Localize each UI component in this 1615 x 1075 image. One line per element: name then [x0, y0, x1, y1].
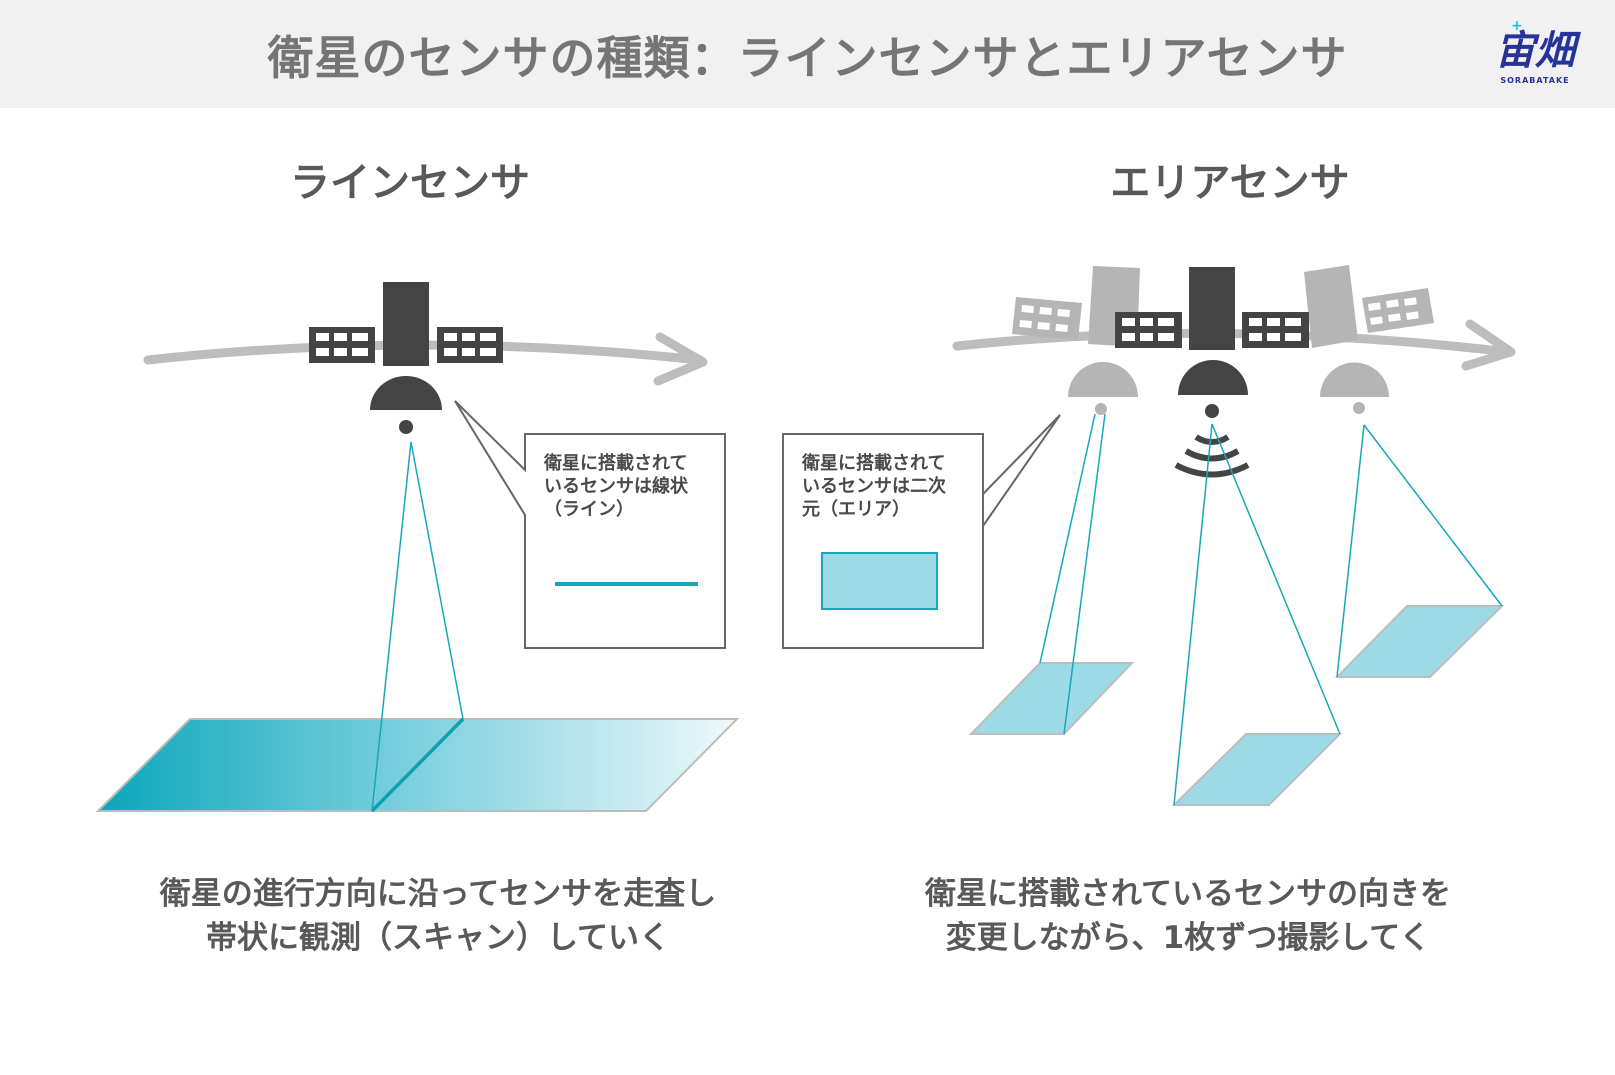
caption-line: 衛星に搭載されているセンサの向きを — [924, 876, 1452, 912]
area-sensor-caption: 衛星に搭載されているセンサの向きを 変更しながら、1枚ずつ撮影してく — [838, 872, 1538, 960]
callout-line: 衛星に搭載されて — [802, 453, 946, 474]
line-sensor-caption: 衛星の進行方向に沿ってセンサを走査し 帯状に観測（スキャン）していく — [88, 872, 788, 960]
line-sensor-callout-text: 衛星に搭載されて いるセンサは線状 （ライン） — [544, 452, 724, 521]
header-bar — [0, 0, 1615, 108]
callout-line: 元（エリア） — [802, 499, 910, 520]
line-sensor-title: ラインセンサ — [290, 160, 530, 206]
sorabatake-logo: 宙畑 + SORABATAKE — [1485, 18, 1585, 88]
caption-line: 衛星の進行方向に沿ってセンサを走査し — [159, 876, 717, 912]
satellite-icon — [309, 282, 503, 434]
area-footprint-left — [968, 413, 1135, 735]
logo-text: 宙畑 — [1495, 28, 1575, 74]
caption-line: 変更しながら、1枚ずつ撮影してく — [945, 920, 1431, 956]
satellite-ghost-right-icon — [1304, 265, 1434, 414]
line-sensor-callout — [454, 400, 726, 649]
logo-subtext: SORABATAKE — [1500, 76, 1570, 85]
caption-line: 帯状に観測（スキャン）していく — [205, 920, 671, 956]
callout-line: いるセンサは二次 — [802, 476, 946, 497]
line-sensor-footprint — [95, 441, 740, 813]
page-title: 衛星のセンサの種類：ラインセンサとエリアセンサ — [267, 31, 1348, 85]
satellite-icon — [1115, 267, 1309, 418]
signal-waves-icon — [1174, 434, 1250, 478]
area-footprint-right — [1334, 424, 1505, 678]
area-sensor-title: エリアセンサ — [1110, 160, 1350, 206]
area-sensor-callout-text: 衛星に搭載されて いるセンサは二次 元（エリア） — [802, 452, 982, 521]
callout-line: いるセンサは線状 — [544, 476, 688, 497]
area-sensor-callout — [782, 414, 1061, 649]
area-footprint-center — [1171, 423, 1343, 806]
callout-line: （ライン） — [544, 499, 634, 520]
logo-plus-icon: + — [1511, 18, 1523, 34]
callout-line: 衛星に搭載されて — [544, 453, 688, 474]
